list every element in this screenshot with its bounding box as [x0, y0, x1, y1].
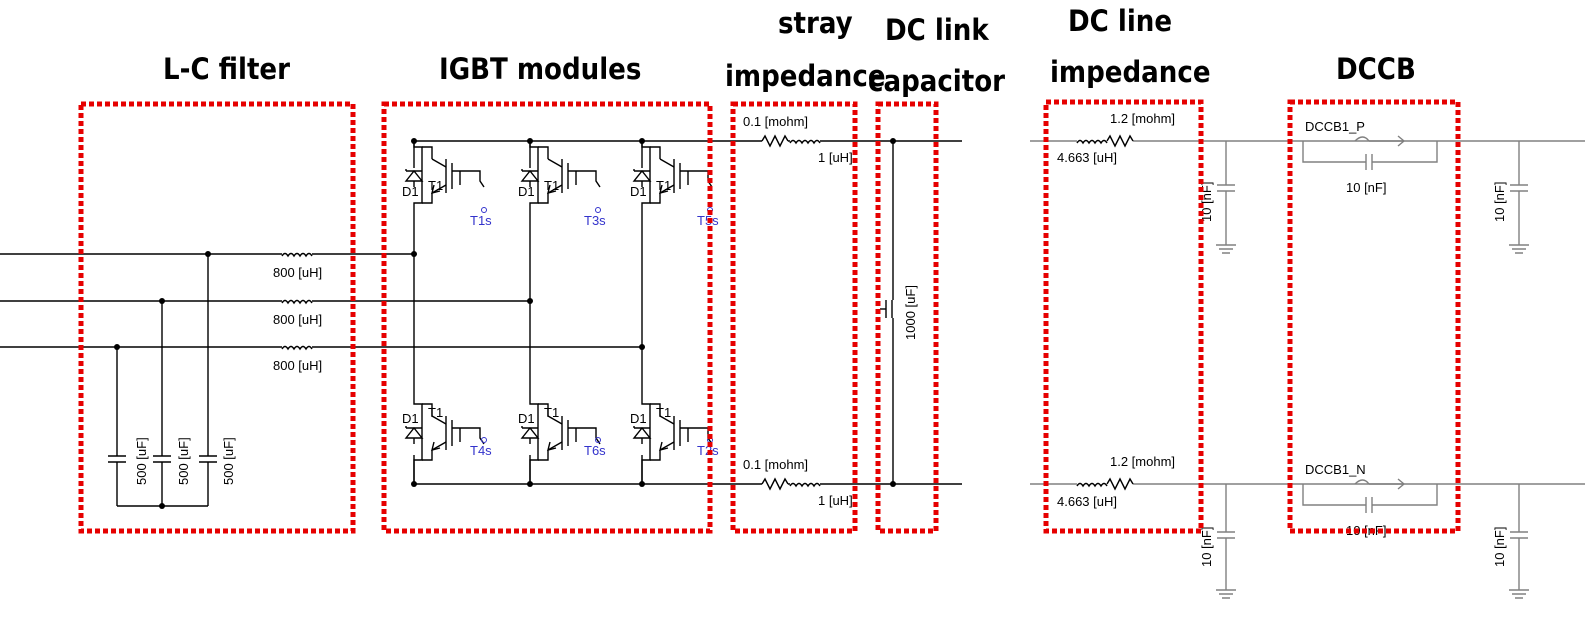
box-stray-impedance [730, 101, 858, 534]
diode-label: D1 [518, 411, 535, 426]
transistor-label: T1 [656, 405, 671, 420]
stray-l-bot-label: 1 [uH] [818, 493, 853, 508]
transistor-label: T1 [544, 178, 559, 193]
dc-line-impedance [1030, 135, 1470, 599]
dccb-p-cap-label: 10 [nF] [1346, 180, 1386, 195]
dcline-r-top-label: 1.2 [mohm] [1110, 111, 1175, 126]
transistor-label: T1 [544, 405, 559, 420]
diode-label: D1 [402, 411, 419, 426]
igbt-labels: D1 T1 D1 T1 D1 T1 D1 T1 D1 T1 D1 T1 [402, 178, 671, 426]
filter-cap-2-label: 500 [uF] [176, 437, 191, 485]
dccb-shunt-bot-label: 10 [nF] [1492, 527, 1507, 567]
header-lc-filter: L-C filter [163, 52, 291, 86]
header-stray-line2: impedance [725, 59, 886, 93]
igbt-bridge [405, 138, 757, 487]
transistor-label: T1 [428, 178, 443, 193]
filter-cap-1-label: 500 [uF] [134, 437, 149, 485]
header-dclink-line1: DC link [885, 13, 989, 47]
dclink-cap-label: 1000 [uF] [903, 285, 918, 340]
header-dclink-line2: capacitor [868, 64, 1006, 98]
box-dccb [1287, 99, 1461, 534]
header-dcline-line1: DC line [1068, 4, 1173, 38]
dcline-shunt-bot-label: 10 [nF] [1199, 527, 1214, 567]
stray-impedance [755, 135, 962, 490]
header-dccb: DCCB [1336, 52, 1416, 86]
box-igbt-modules [381, 101, 713, 534]
filter-inductor-2-label: 800 [uH] [273, 312, 322, 327]
dc-link-capacitor [880, 138, 896, 487]
ac-phase-lines [0, 251, 642, 350]
filter-inductor-1-label: 800 [uH] [273, 265, 322, 280]
box-lc-filter [78, 101, 356, 534]
box-dc-link-capacitor [875, 101, 939, 534]
gate-label-t3s: T3s [584, 213, 606, 228]
dcline-l-bot-label: 4.663 [uH] [1057, 494, 1117, 509]
header-stray-line1: stray [778, 6, 853, 40]
dccb-shunt-top-label: 10 [nF] [1492, 182, 1507, 222]
gate-label-t1s: T1s [470, 213, 492, 228]
dccb-n-name-label: DCCB1_N [1305, 462, 1366, 477]
header-igbt-modules: IGBT modules [439, 52, 642, 86]
stray-r-top-label: 0.1 [mohm] [743, 114, 808, 129]
filter-cap-3-label: 500 [uF] [221, 437, 236, 485]
stray-l-top-label: 1 [uH] [818, 150, 853, 165]
diode-label: D1 [630, 184, 647, 199]
dccb-breakers [1302, 135, 1585, 599]
stray-r-bot-label: 0.1 [mohm] [743, 457, 808, 472]
diode-label: D1 [630, 411, 647, 426]
header-dcline-line2: impedance [1050, 55, 1211, 89]
box-dc-line-impedance [1043, 99, 1204, 534]
diode-label: D1 [518, 184, 535, 199]
diode-label: D1 [402, 184, 419, 199]
gate-label-t6s: T6s [584, 443, 606, 458]
transistor-label: T1 [428, 405, 443, 420]
filter-capacitors [108, 254, 217, 509]
gate-label-t4s: T4s [470, 443, 492, 458]
dccb-p-name-label: DCCB1_P [1305, 119, 1365, 134]
dcline-r-bot-label: 1.2 [mohm] [1110, 454, 1175, 469]
dcline-l-top-label: 4.663 [uH] [1057, 150, 1117, 165]
transistor-label: T1 [656, 178, 671, 193]
filter-inductor-3-label: 800 [uH] [273, 358, 322, 373]
